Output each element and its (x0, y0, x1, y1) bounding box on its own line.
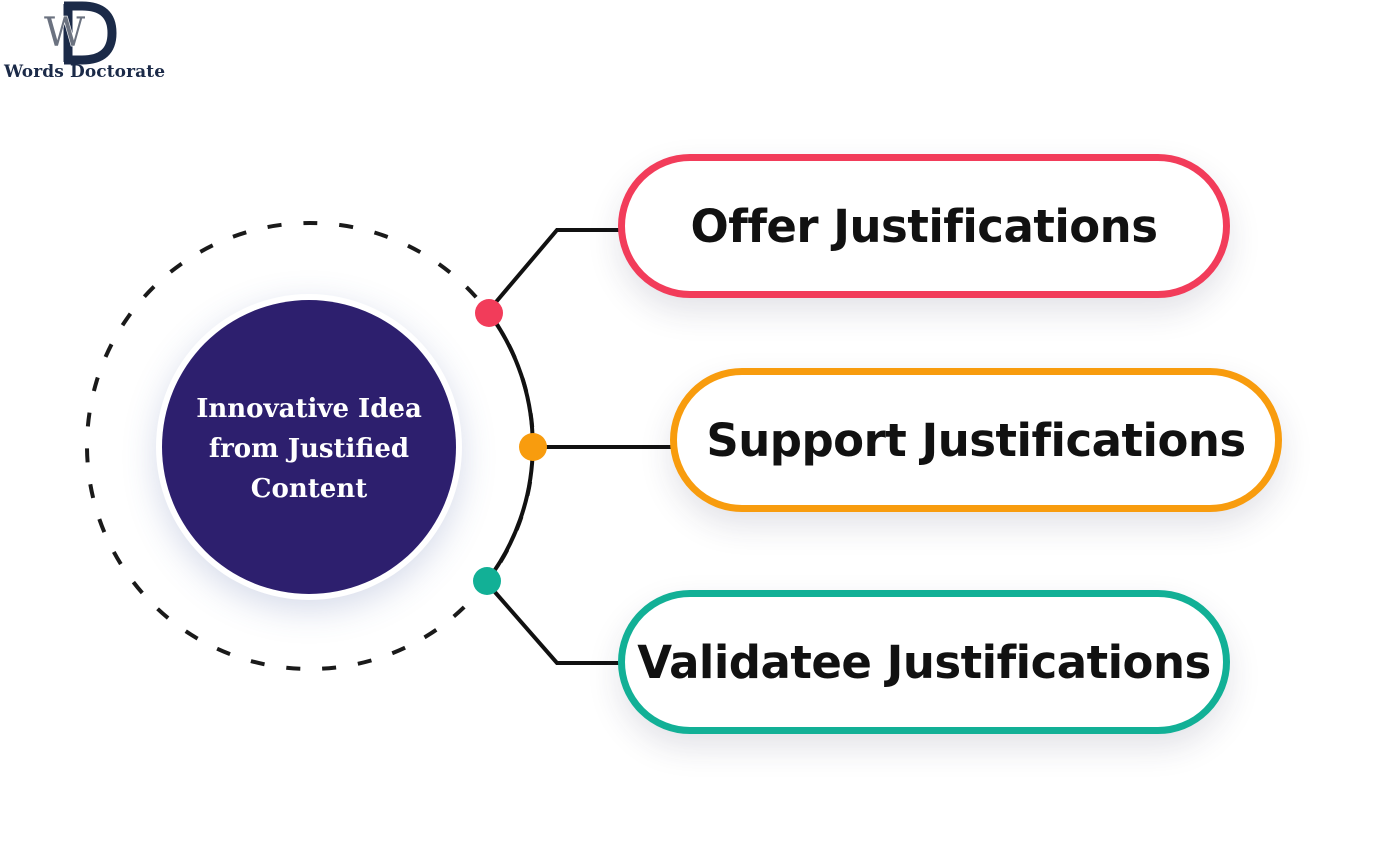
branch-dot-offer (475, 299, 503, 327)
branch-dot-validate (473, 567, 501, 595)
logo-name: Words Doctorate (4, 62, 166, 82)
connector-line-offer (494, 228, 620, 304)
branch-pill-validate: Validatee Justifications (618, 590, 1230, 734)
hub-circle: Innovative Idea from Justified Content (156, 294, 462, 600)
branch-pill-support: Support Justifications (670, 368, 1282, 512)
words-doctorate-monogram: W (43, 1, 117, 65)
branch-dot-support (519, 433, 547, 461)
branch-label-validate: Validatee Justifications (637, 635, 1211, 689)
branch-label-offer: Offer Justifications (690, 199, 1158, 253)
branch-pill-offer: Offer Justifications (618, 154, 1230, 298)
brand-logo: W Words Doctorate (2, 0, 172, 90)
hub-title: Innovative Idea from Justified Content (196, 394, 422, 504)
branch-label-support: Support Justifications (706, 413, 1246, 467)
hub-circle-fill: Innovative Idea from Justified Content (162, 300, 456, 594)
connector-line-validate (492, 589, 620, 665)
logo-monogram-w: W (44, 10, 85, 56)
